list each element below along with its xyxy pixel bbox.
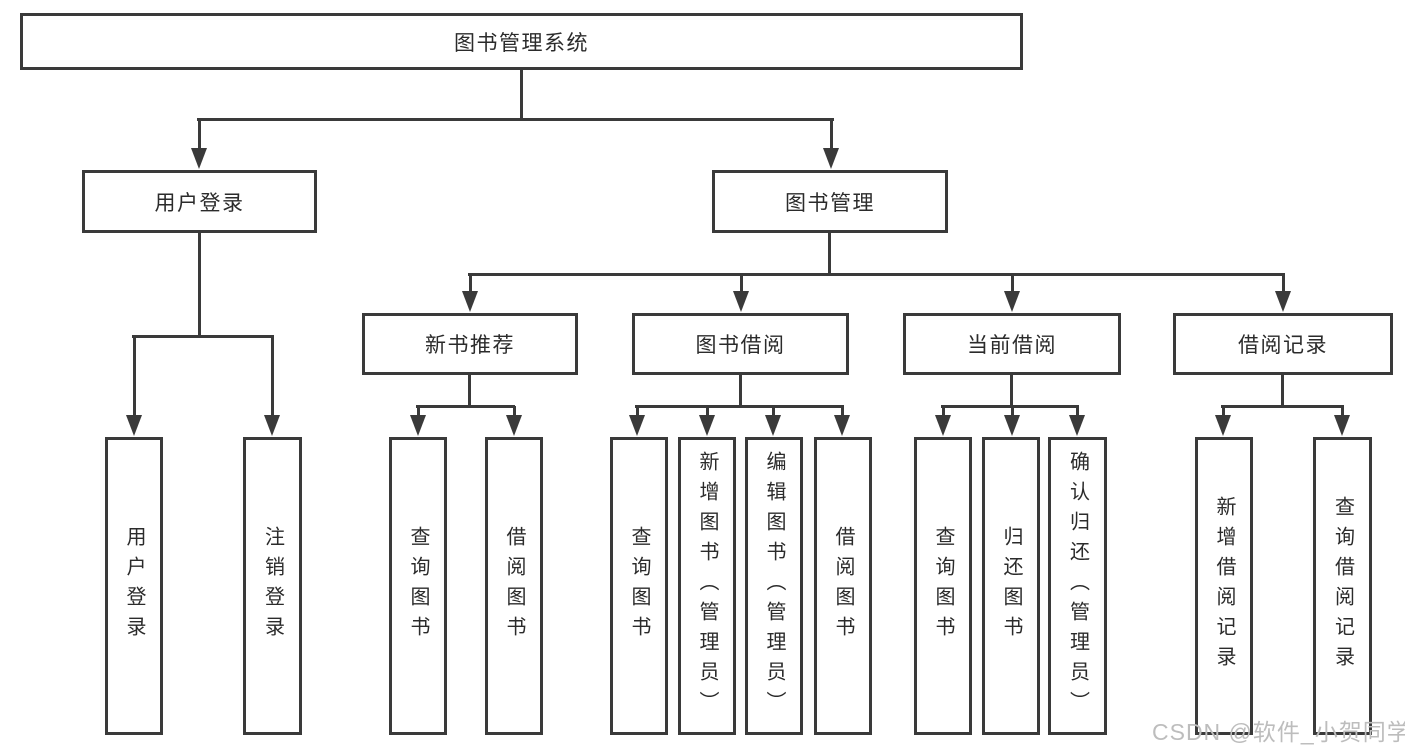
node-book-borrow: 图书借阅 <box>632 313 849 375</box>
node-user-login: 用户登录 <box>82 170 317 233</box>
node-leaf-return-books: 归还图书 <box>982 437 1040 735</box>
node-label: 查询借阅记录 <box>1331 496 1354 676</box>
node-leaf-add-borrow-record: 新增借阅记录 <box>1195 437 1253 735</box>
connector-line <box>197 118 834 121</box>
connector-line <box>739 375 742 407</box>
arrow-down-icon <box>1334 406 1350 436</box>
connector-line <box>1281 375 1284 407</box>
node-label: 借阅图书 <box>832 526 854 646</box>
arrow-down-icon <box>1004 274 1020 312</box>
connector-line <box>132 335 274 338</box>
node-label: 编辑图书（管理员） <box>763 451 785 721</box>
arrow-down-icon <box>126 336 142 436</box>
arrow-down-icon <box>834 406 850 436</box>
node-label: 用户登录 <box>123 526 145 646</box>
node-leaf-query-books-3: 查询图书 <box>914 437 972 735</box>
node-label: 图书借阅 <box>695 334 786 357</box>
connector-line <box>468 375 471 407</box>
node-library-system: 图书管理系统 <box>20 13 1023 70</box>
node-label: 查询图书 <box>628 526 650 646</box>
node-label: 归还图书 <box>1000 526 1022 646</box>
connector-line <box>416 405 515 408</box>
node-label: 新增借阅记录 <box>1213 496 1235 676</box>
node-leaf-edit-books-admin: 编辑图书（管理员） <box>745 437 803 735</box>
node-label: 注销登录 <box>261 526 284 646</box>
connector-line <box>198 233 201 338</box>
connector-line <box>520 70 523 121</box>
arrow-down-icon <box>823 119 839 169</box>
node-leaf-query-borrow-record: 查询借阅记录 <box>1313 437 1372 735</box>
node-label: 确认归还（管理员） <box>1066 451 1089 721</box>
arrow-down-icon <box>1069 406 1085 436</box>
arrow-down-icon <box>1275 274 1291 312</box>
node-book-management: 图书管理 <box>712 170 948 233</box>
arrow-down-icon <box>733 274 749 312</box>
node-label: 借阅记录 <box>1238 334 1328 357</box>
node-leaf-borrow-books-2: 借阅图书 <box>814 437 872 735</box>
arrow-down-icon <box>1004 406 1020 436</box>
arrow-down-icon <box>629 406 645 436</box>
csdn-watermark: CSDN @软件_小贺同学 <box>1152 719 1405 745</box>
node-leaf-add-books-admin: 新增图书（管理员） <box>678 437 736 735</box>
node-leaf-borrow-books-1: 借阅图书 <box>485 437 543 735</box>
node-label: 查询图书 <box>407 526 429 646</box>
node-label: 借阅图书 <box>503 526 525 646</box>
arrow-down-icon <box>1215 406 1231 436</box>
node-borrow-records: 借阅记录 <box>1173 313 1393 375</box>
arrow-down-icon <box>506 406 522 436</box>
node-leaf-query-books-1: 查询图书 <box>389 437 447 735</box>
node-label: 当前借阅 <box>967 334 1057 357</box>
node-label: 新书推荐 <box>425 334 515 357</box>
connector-line <box>828 233 831 275</box>
node-leaf-user-login: 用户登录 <box>105 437 163 735</box>
arrow-down-icon <box>699 406 715 436</box>
node-label: 图书管理 <box>785 191 875 215</box>
arrow-down-icon <box>410 406 426 436</box>
node-leaf-confirm-return-admin: 确认归还（管理员） <box>1048 437 1107 735</box>
node-new-book-recommend: 新书推荐 <box>362 313 578 375</box>
arrow-down-icon <box>765 406 781 436</box>
connector-line <box>1221 405 1344 408</box>
node-label: 图书管理系统 <box>454 31 589 55</box>
connector-line <box>941 405 1079 408</box>
arrow-down-icon <box>935 406 951 436</box>
connector-line <box>468 273 1285 276</box>
arrow-down-icon <box>264 336 280 436</box>
node-leaf-logout: 注销登录 <box>243 437 302 735</box>
arrow-down-icon <box>191 119 207 169</box>
node-current-borrow: 当前借阅 <box>903 313 1121 375</box>
node-label: 用户登录 <box>154 191 245 215</box>
node-leaf-query-books-2: 查询图书 <box>610 437 668 735</box>
node-label: 查询图书 <box>932 526 954 646</box>
connector-line <box>1010 375 1013 407</box>
connector-line <box>635 405 844 408</box>
node-label: 新增图书（管理员） <box>696 451 718 721</box>
arrow-down-icon <box>462 274 478 312</box>
